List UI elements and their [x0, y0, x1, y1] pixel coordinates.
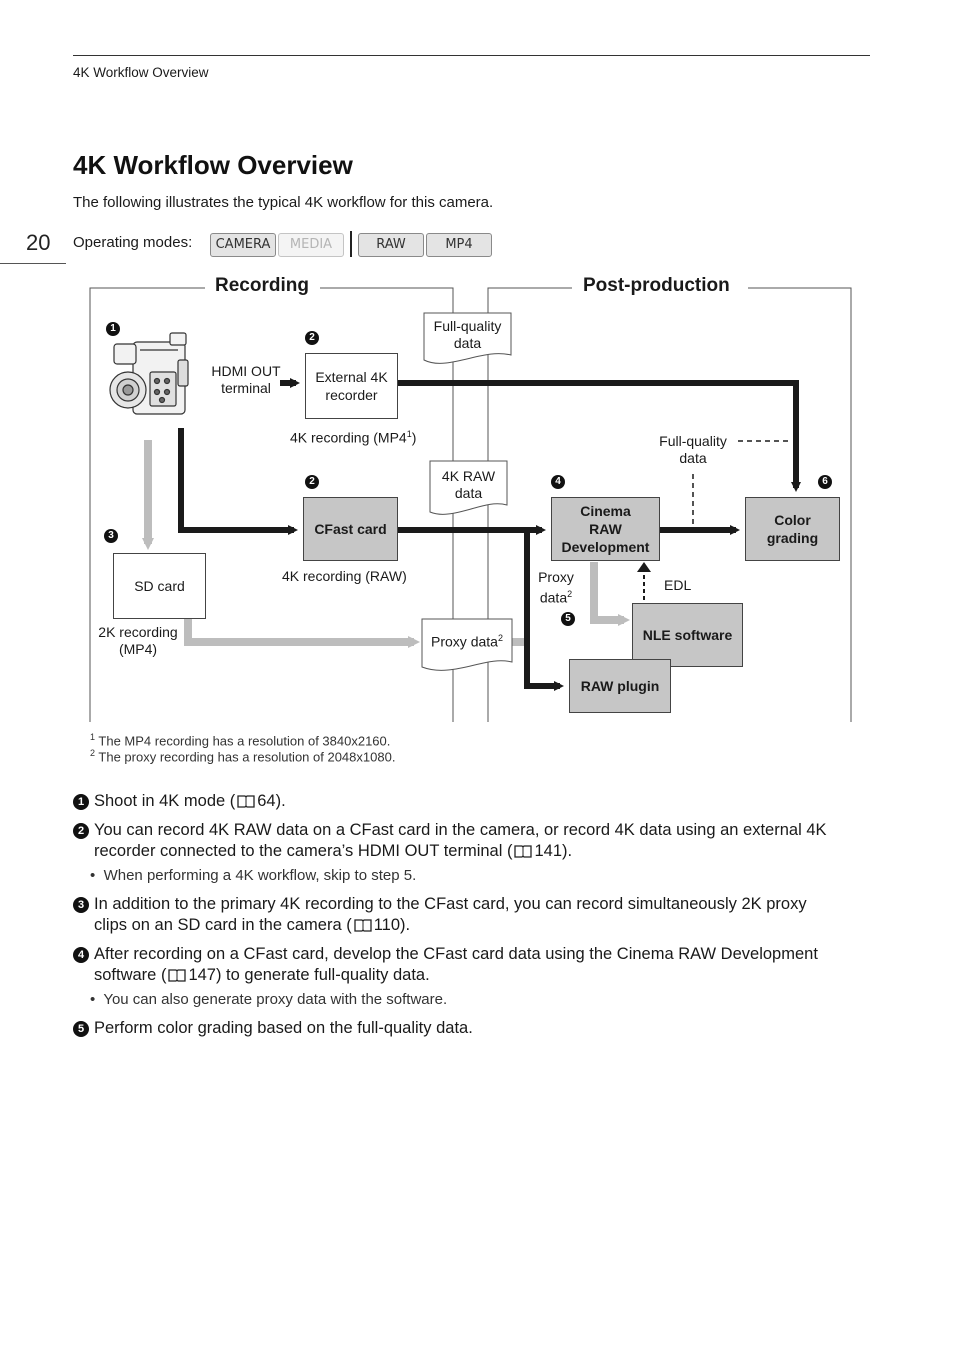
mode-separator — [350, 231, 352, 257]
step-marker-3: 3 — [104, 529, 118, 543]
step-marker-6: 6 — [818, 475, 832, 489]
proxy-doc-shape — [421, 618, 513, 671]
footnote-1: 1 The MP4 recording has a resolution of … — [90, 732, 391, 749]
page-number-rule — [0, 263, 66, 264]
page-number: 20 — [26, 230, 51, 255]
full-quality-doc-shape — [423, 312, 512, 364]
step-marker-2-recorder: 2 — [305, 331, 319, 345]
workflow-diagram: Recording Post-production 1 2 2 3 4 5 6 … — [89, 275, 852, 722]
book-icon — [237, 795, 255, 808]
arrow-sd-to-proxy — [184, 618, 420, 648]
mode-tag-mp4: MP4 — [426, 233, 492, 257]
step-marker-5: 5 — [561, 612, 575, 626]
step-marker-2-cfast: 2 — [305, 475, 319, 489]
arrow-to-raw-plugin — [524, 530, 564, 691]
arrow-camera-to-cfast — [178, 428, 298, 535]
arrow-recorder-to-grading — [398, 380, 801, 492]
edl-arrowhead — [637, 562, 651, 572]
running-head: 4K Workflow Overview — [73, 65, 209, 80]
edl-label: EDL — [664, 577, 692, 593]
page-title: 4K Workflow Overview — [73, 150, 353, 180]
intro-text: The following illustrates the typical 4K… — [73, 194, 494, 211]
post-frame-left — [487, 287, 572, 722]
section-recording-label: Recording — [207, 275, 317, 297]
camera-icon — [109, 332, 189, 415]
rec-4k-raw-label: 4K recording (RAW) — [282, 568, 407, 584]
step-marker-4: 4 — [551, 475, 565, 489]
recording-frame-left — [89, 287, 205, 722]
book-icon — [168, 969, 187, 982]
arrow-cinema-to-nle — [590, 562, 630, 626]
recording-frame-right — [320, 287, 454, 722]
proxy-doc: Proxy data2 — [431, 633, 503, 650]
operating-modes-label: Operating modes: — [73, 234, 193, 251]
step-marker-1: 1 — [106, 322, 120, 336]
cfast-card-box: CFast card — [303, 497, 398, 561]
raw-data-doc-shape — [429, 460, 508, 515]
raw-plugin-box: RAW plugin — [569, 659, 671, 713]
rec-4k-mp4-label: 4K recording (MP41) — [290, 429, 417, 446]
book-icon — [514, 845, 533, 858]
mode-tag-raw: RAW — [358, 233, 424, 257]
post-frame-right — [748, 287, 852, 722]
nle-software-box: NLE software — [632, 603, 743, 667]
book-icon — [354, 919, 372, 932]
sd-card-box: SD card — [113, 553, 206, 619]
rec-2k-label: 2K recording(MP4) — [98, 624, 178, 657]
diagram-lines — [89, 287, 852, 722]
header-rule — [73, 55, 870, 56]
mode-tag-media: MEDIA — [278, 233, 344, 257]
bullet-skip-step: • When performing a 4K workflow, skip to… — [90, 867, 417, 884]
footnote-2: 2 The proxy recording has a resolution o… — [90, 748, 396, 765]
bullet-proxy-software: • You can also generate proxy data with … — [90, 991, 448, 1008]
mode-tag-camera: CAMERA — [210, 233, 276, 257]
section-post-label: Post-production — [575, 275, 738, 297]
